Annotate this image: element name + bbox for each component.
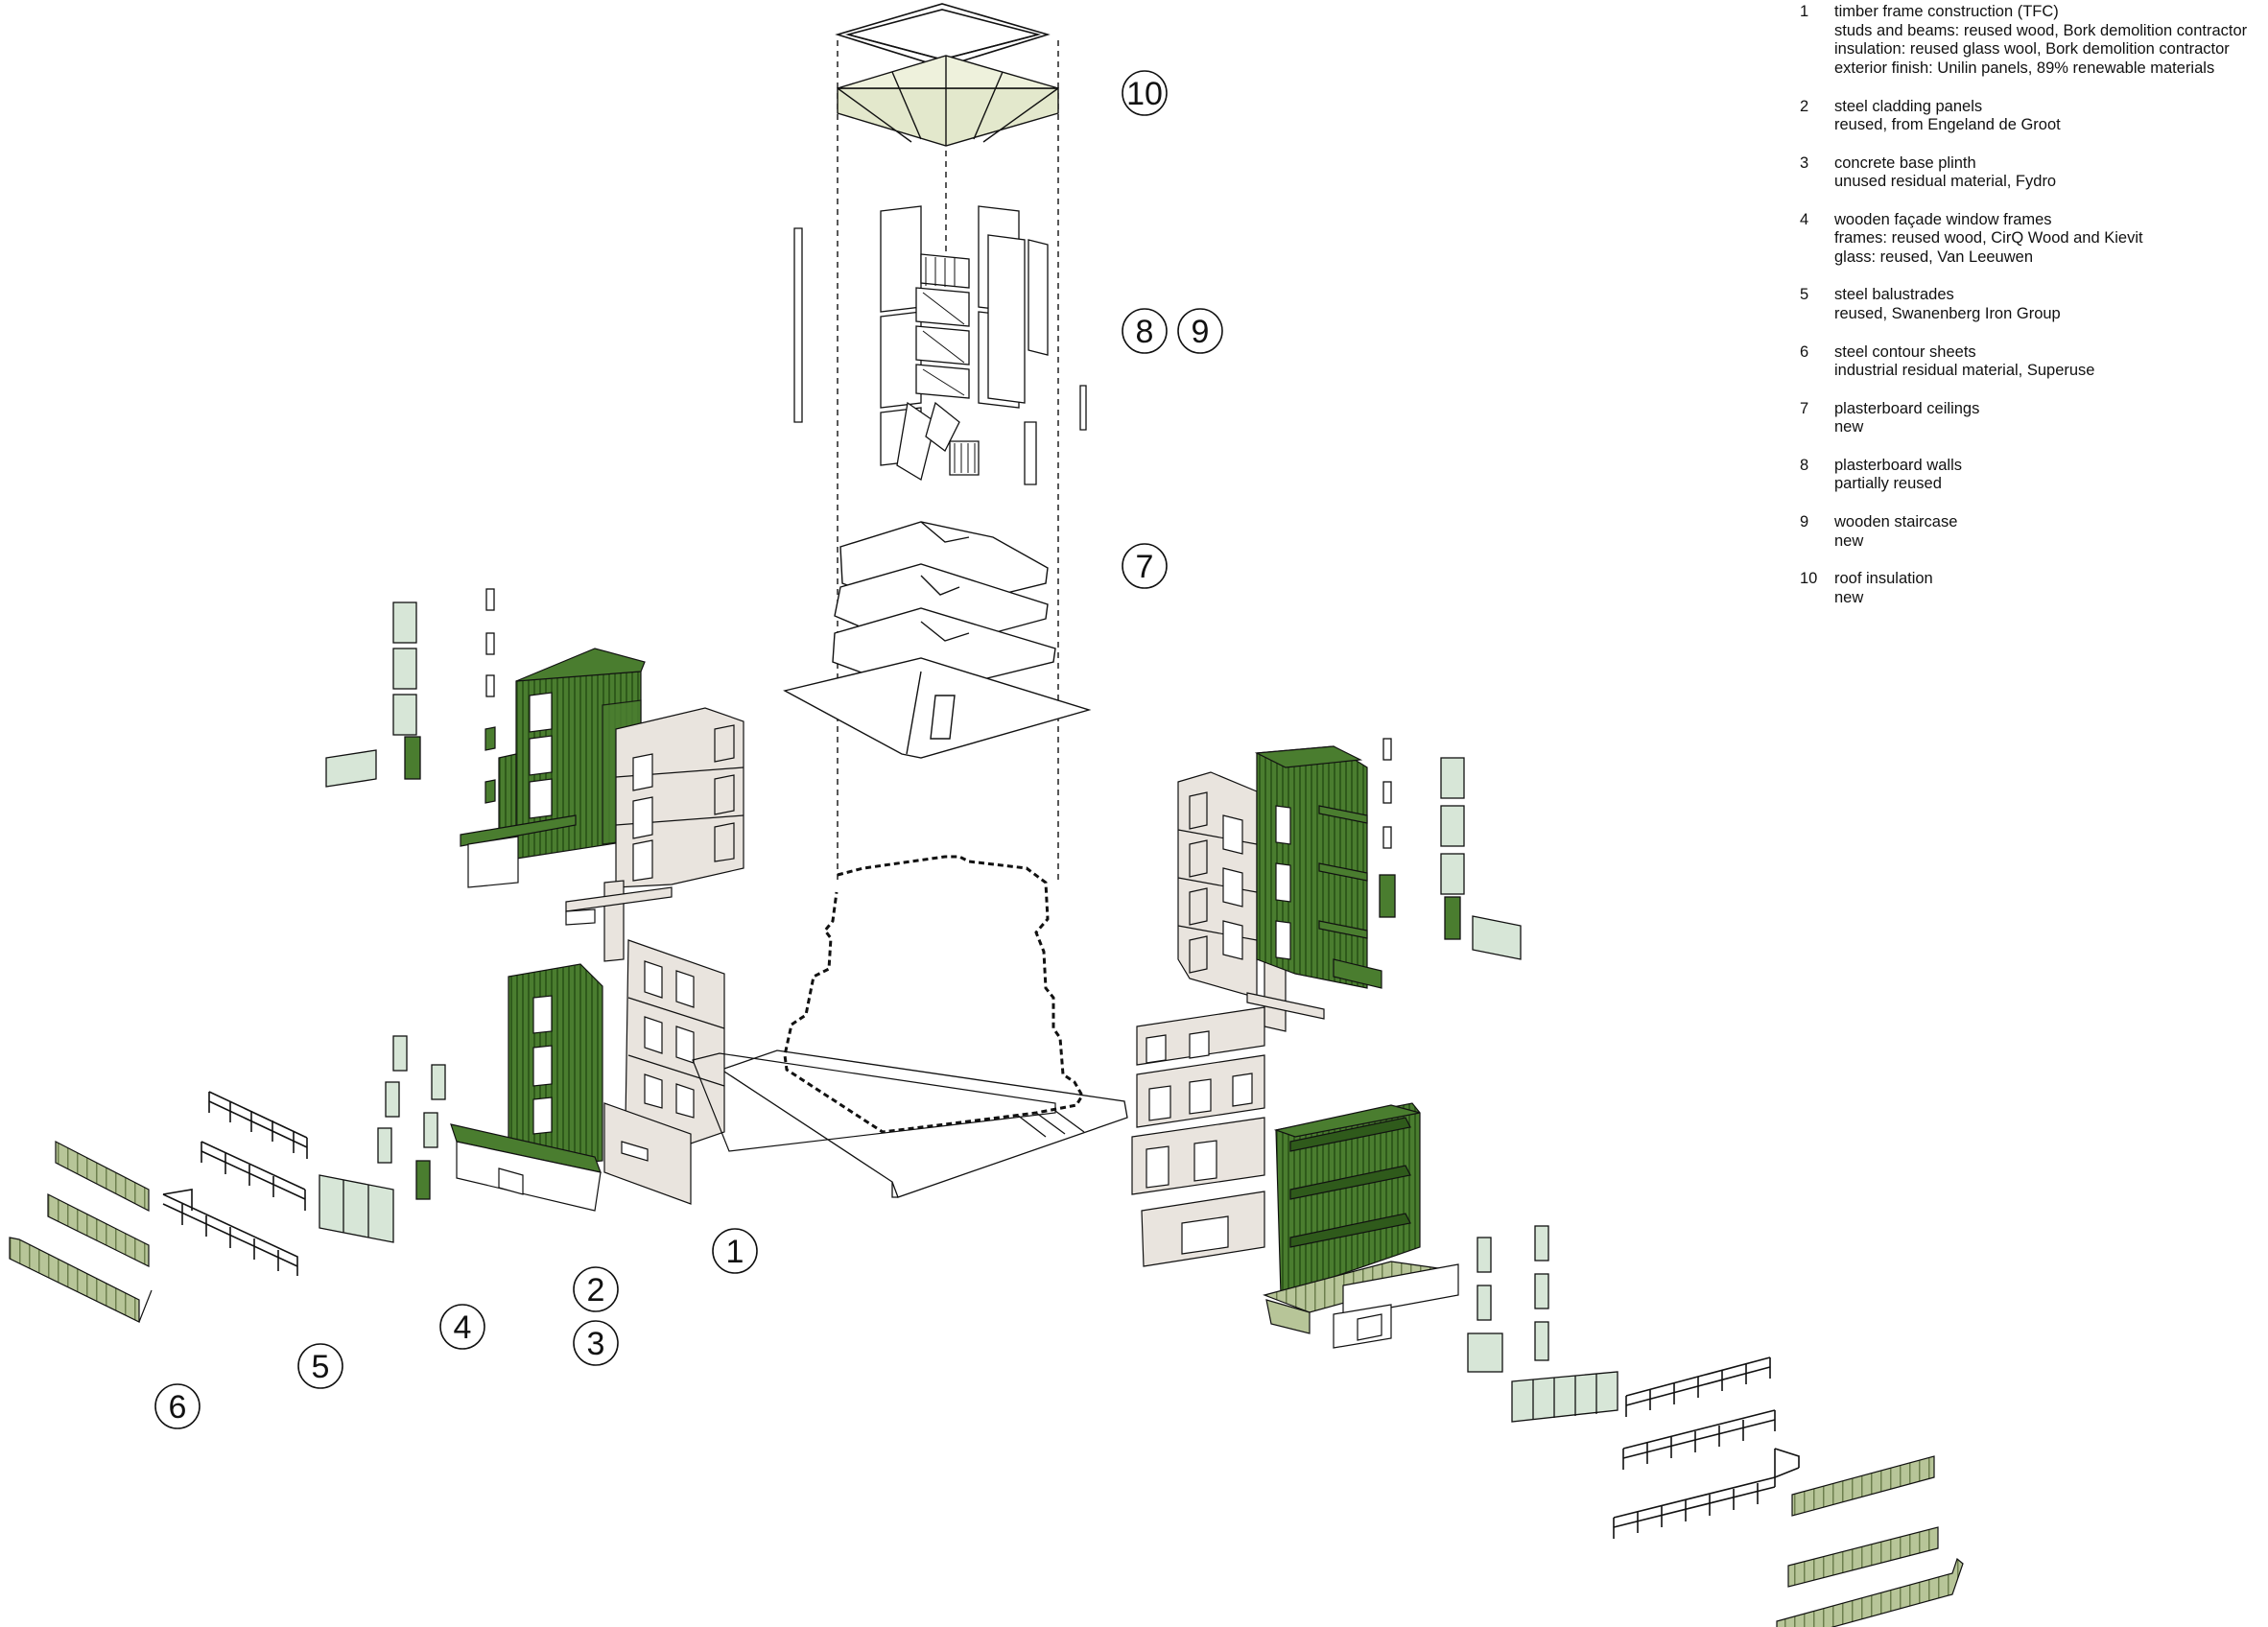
- legend-line: steel balustrades: [1834, 286, 1954, 304]
- legend-line: new: [1834, 588, 1864, 606]
- legend-number: 3: [1800, 153, 1809, 172]
- legend-line: reused, from Engeland de Groot: [1834, 116, 2061, 134]
- right-steel-contour-sheets: [1776, 1455, 1964, 1627]
- left-steel-contour-sheets: [9, 1141, 153, 1323]
- legend-number: 2: [1800, 97, 1809, 115]
- legend-line: new: [1834, 531, 1864, 550]
- legend-item-1: 1 timber frame construction (TFC) studs …: [1800, 3, 2260, 79]
- svg-text:1: 1: [726, 1234, 744, 1270]
- legend-item-2: 2 steel cladding panels reused, from Eng…: [1800, 98, 2260, 135]
- legend-number: 1: [1800, 3, 1809, 20]
- left-steel-balustrades: [162, 1091, 308, 1276]
- right-steel-balustrades: [1613, 1356, 1800, 1539]
- legend-number: 7: [1800, 399, 1809, 417]
- legend-line: partially reused: [1834, 475, 1942, 493]
- callout-7: 7: [1122, 543, 1168, 589]
- legend-item-10: 10 roof insulation new: [1800, 570, 2260, 607]
- legend-line: plasterboard walls: [1834, 456, 1962, 474]
- legend-line: steel cladding panels: [1834, 97, 1983, 115]
- legend-number: 9: [1800, 512, 1809, 531]
- legend-item-8: 8 plasterboard walls partially reused: [1800, 457, 2260, 494]
- legend-number: 10: [1800, 569, 1818, 587]
- legend-line: studs and beams: reused wood, Bork demol…: [1834, 21, 2248, 39]
- legend-line: insulation: reused glass wool, Bork demo…: [1834, 40, 2230, 59]
- right-upper-facade-group: [1177, 745, 1382, 1032]
- legend-line: industrial residual material, Superuse: [1834, 362, 2095, 380]
- svg-text:10: 10: [1126, 76, 1163, 112]
- callout-2: 2: [573, 1266, 619, 1312]
- legend-line: concrete base plinth: [1834, 153, 1976, 172]
- legend-item-7: 7 plasterboard ceilings new: [1800, 400, 2260, 437]
- legend-line: new: [1834, 418, 1864, 436]
- callout-3: 3: [573, 1320, 619, 1366]
- legend-line: wooden façade window frames: [1834, 210, 2052, 228]
- legend-number: 4: [1800, 210, 1809, 228]
- legend-line: exterior finish: Unilin panels, 89% rene…: [1834, 59, 2215, 78]
- legend-line: wooden staircase: [1834, 512, 1958, 531]
- materials-legend: 1 timber frame construction (TFC) studs …: [1800, 3, 2260, 626]
- roof-insulation: [837, 55, 1059, 147]
- svg-text:4: 4: [454, 1309, 472, 1346]
- legend-line: unused residual material, Fydro: [1834, 173, 2057, 191]
- callout-6: 6: [154, 1383, 201, 1429]
- legend-line: plasterboard ceilings: [1834, 399, 1980, 417]
- legend-line: steel contour sheets: [1834, 342, 1976, 361]
- legend-number: 6: [1800, 342, 1809, 361]
- svg-text:2: 2: [587, 1272, 605, 1309]
- left-upper-window-frames: [325, 588, 495, 788]
- legend-line: reused, Swanenberg Iron Group: [1834, 305, 2061, 323]
- plasterboard-ceilings: [783, 521, 1092, 759]
- callout-1: 1: [712, 1228, 758, 1274]
- legend-line: glass: reused, Van Leeuwen: [1834, 248, 2033, 267]
- svg-text:9: 9: [1192, 314, 1210, 350]
- legend-item-3: 3 concrete base plinth unused residual m…: [1800, 154, 2260, 192]
- legend-line: roof insulation: [1834, 569, 1933, 587]
- callout-10: 10: [1122, 70, 1168, 116]
- concrete-plinth-base: [720, 1049, 1128, 1198]
- legend-line: timber frame construction (TFC): [1834, 3, 2059, 20]
- svg-text:8: 8: [1136, 314, 1154, 350]
- left-upper-facade-group: [460, 648, 744, 962]
- callout-8: 8: [1122, 308, 1168, 354]
- callout-5: 5: [297, 1343, 343, 1389]
- wooden-staircase: [915, 253, 980, 476]
- roof-top: [835, 3, 1051, 68]
- right-upper-window-frames: [1379, 738, 1522, 960]
- svg-text:6: 6: [169, 1389, 187, 1426]
- left-lower-window-frames: [319, 1035, 446, 1243]
- legend-number: 8: [1800, 456, 1809, 474]
- building-footprint-outline: [783, 855, 1084, 1134]
- legend-item-4: 4 wooden façade window frames frames: re…: [1800, 211, 2260, 268]
- svg-text:7: 7: [1136, 549, 1154, 585]
- left-lower-facade-group: [450, 939, 1056, 1212]
- callout-4: 4: [439, 1304, 485, 1350]
- right-lower-facade-group: [1131, 1006, 1459, 1349]
- legend-item-5: 5 steel balustrades reused, Swanenberg I…: [1800, 286, 2260, 323]
- svg-text:3: 3: [587, 1326, 605, 1362]
- right-lower-window-frames: [1467, 1225, 1618, 1423]
- svg-text:5: 5: [312, 1349, 330, 1385]
- legend-item-9: 9 wooden staircase new: [1800, 513, 2260, 551]
- callout-9: 9: [1177, 308, 1223, 354]
- legend-number: 5: [1800, 286, 1809, 304]
- legend-item-6: 6 steel contour sheets industrial residu…: [1800, 343, 2260, 381]
- legend-line: frames: reused wood, CirQ Wood and Kievi…: [1834, 229, 2143, 248]
- interior-walls: [793, 205, 1087, 485]
